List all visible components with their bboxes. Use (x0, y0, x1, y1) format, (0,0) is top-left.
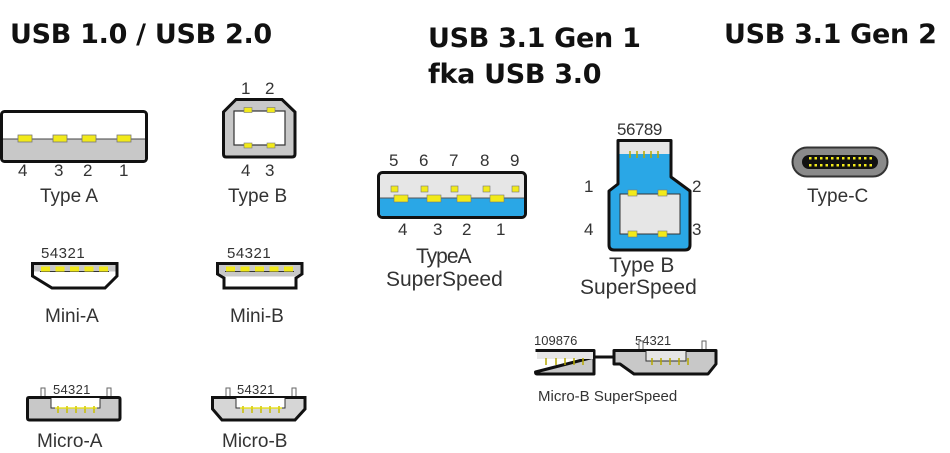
type-a-superspeed-connector-icon (377, 171, 527, 219)
type-c-contact (853, 157, 856, 160)
micro-b-ss-pins-right: 54321 (635, 333, 672, 348)
type-a-pin-2: 2 (83, 161, 93, 180)
type-c-contact (869, 164, 872, 167)
micro-b-ss-label: Micro-B SuperSpeed (538, 388, 678, 405)
type-b-pin-3: 3 (265, 161, 275, 180)
type-b-ss-pin-3: 3 (692, 220, 702, 239)
type-b-pin-4: 4 (241, 161, 251, 180)
type-b-ss-pin-1: 1 (584, 177, 594, 196)
type-c-contact (820, 157, 823, 160)
type-c-contact (842, 157, 845, 160)
micro-a-label: Micro-A (37, 431, 103, 452)
type-a-ss-pin-7: 7 (449, 151, 459, 170)
type-a-pin-3: 3 (54, 161, 64, 180)
type-b-ss-pins-top: 56789 (617, 120, 662, 139)
type-c-contact (869, 157, 872, 160)
type-c-contact (809, 164, 812, 167)
mini-a-label: Mini-A (45, 306, 99, 327)
type-b-ss-label-line1: Type B (609, 254, 675, 277)
heading-usb31-gen2: USB 3.1 Gen 2 (724, 19, 937, 50)
type-c-label: Type-C (807, 186, 869, 207)
type-a-label: Type A (40, 186, 99, 207)
micro-b-superspeed-connector-icon (534, 340, 718, 376)
type-b-pin-2: 2 (265, 79, 275, 98)
type-b-ss-label-line2: SuperSpeed (580, 276, 697, 299)
micro-b-label: Micro-B (222, 431, 288, 452)
type-a-connector-icon (0, 110, 148, 163)
mini-b-label: Mini-B (230, 306, 284, 327)
type-c-contact (814, 157, 817, 160)
type-b-label: Type B (228, 186, 288, 207)
mini-b-pins: 54321 (227, 245, 272, 262)
type-c-connector-icon (791, 146, 889, 178)
type-c-contact (820, 164, 823, 167)
heading-usb-1-2: USB 1.0 / USB 2.0 (10, 19, 272, 50)
type-a-ss-pin-1: 1 (496, 220, 506, 239)
type-a-pin-4: 4 (18, 161, 28, 180)
type-b-superspeed-connector-icon (607, 139, 692, 252)
type-c-contact (847, 157, 850, 160)
type-a-ss-pin-4: 4 (398, 220, 408, 239)
type-a-ss-pin-9: 9 (510, 151, 520, 170)
type-c-contact (836, 157, 839, 160)
type-b-connector-icon (222, 98, 297, 159)
type-c-contact (809, 157, 812, 160)
type-a-ss-label-line1: TypeA (416, 245, 472, 268)
type-a-pin-1: 1 (119, 161, 129, 180)
type-c-contact (858, 157, 861, 160)
type-c-contact (825, 164, 828, 167)
micro-b-pins: 54321 (237, 382, 275, 397)
mini-b-connector-icon (216, 262, 304, 290)
type-b-pin-1: 1 (241, 79, 251, 98)
micro-b-ss-pins-left: 109876 (534, 333, 578, 348)
heading-usb31-gen1: USB 3.1 Gen 1 (428, 23, 641, 54)
type-c-contact (858, 164, 861, 167)
type-c-contact (825, 157, 828, 160)
type-c-contact (864, 164, 867, 167)
type-c-contact (836, 164, 839, 167)
micro-b-connector-icon (211, 387, 307, 422)
type-a-ss-pin-5: 5 (389, 151, 399, 170)
type-c-contact (831, 157, 834, 160)
type-a-ss-pin-8: 8 (480, 151, 490, 170)
type-a-ss-pin-2: 2 (462, 220, 472, 239)
type-b-ss-pin-4: 4 (584, 220, 594, 239)
heading-usb31-gen1-fka: fka USB 3.0 (428, 59, 602, 90)
type-c-contact (842, 164, 845, 167)
type-c-contact (864, 157, 867, 160)
mini-a-pins: 54321 (41, 245, 86, 262)
type-c-contact (831, 164, 834, 167)
type-b-ss-pin-2: 2 (692, 177, 702, 196)
type-c-contact (847, 164, 850, 167)
type-a-ss-pin-3: 3 (433, 220, 443, 239)
type-a-ss-pin-6: 6 (419, 151, 429, 170)
micro-a-connector-icon (26, 387, 122, 422)
type-c-contact (853, 164, 856, 167)
micro-a-pins: 54321 (53, 382, 91, 397)
type-c-contact (814, 164, 817, 167)
mini-a-shape-icon (31, 262, 119, 290)
type-a-ss-label-line2: SuperSpeed (386, 268, 503, 291)
